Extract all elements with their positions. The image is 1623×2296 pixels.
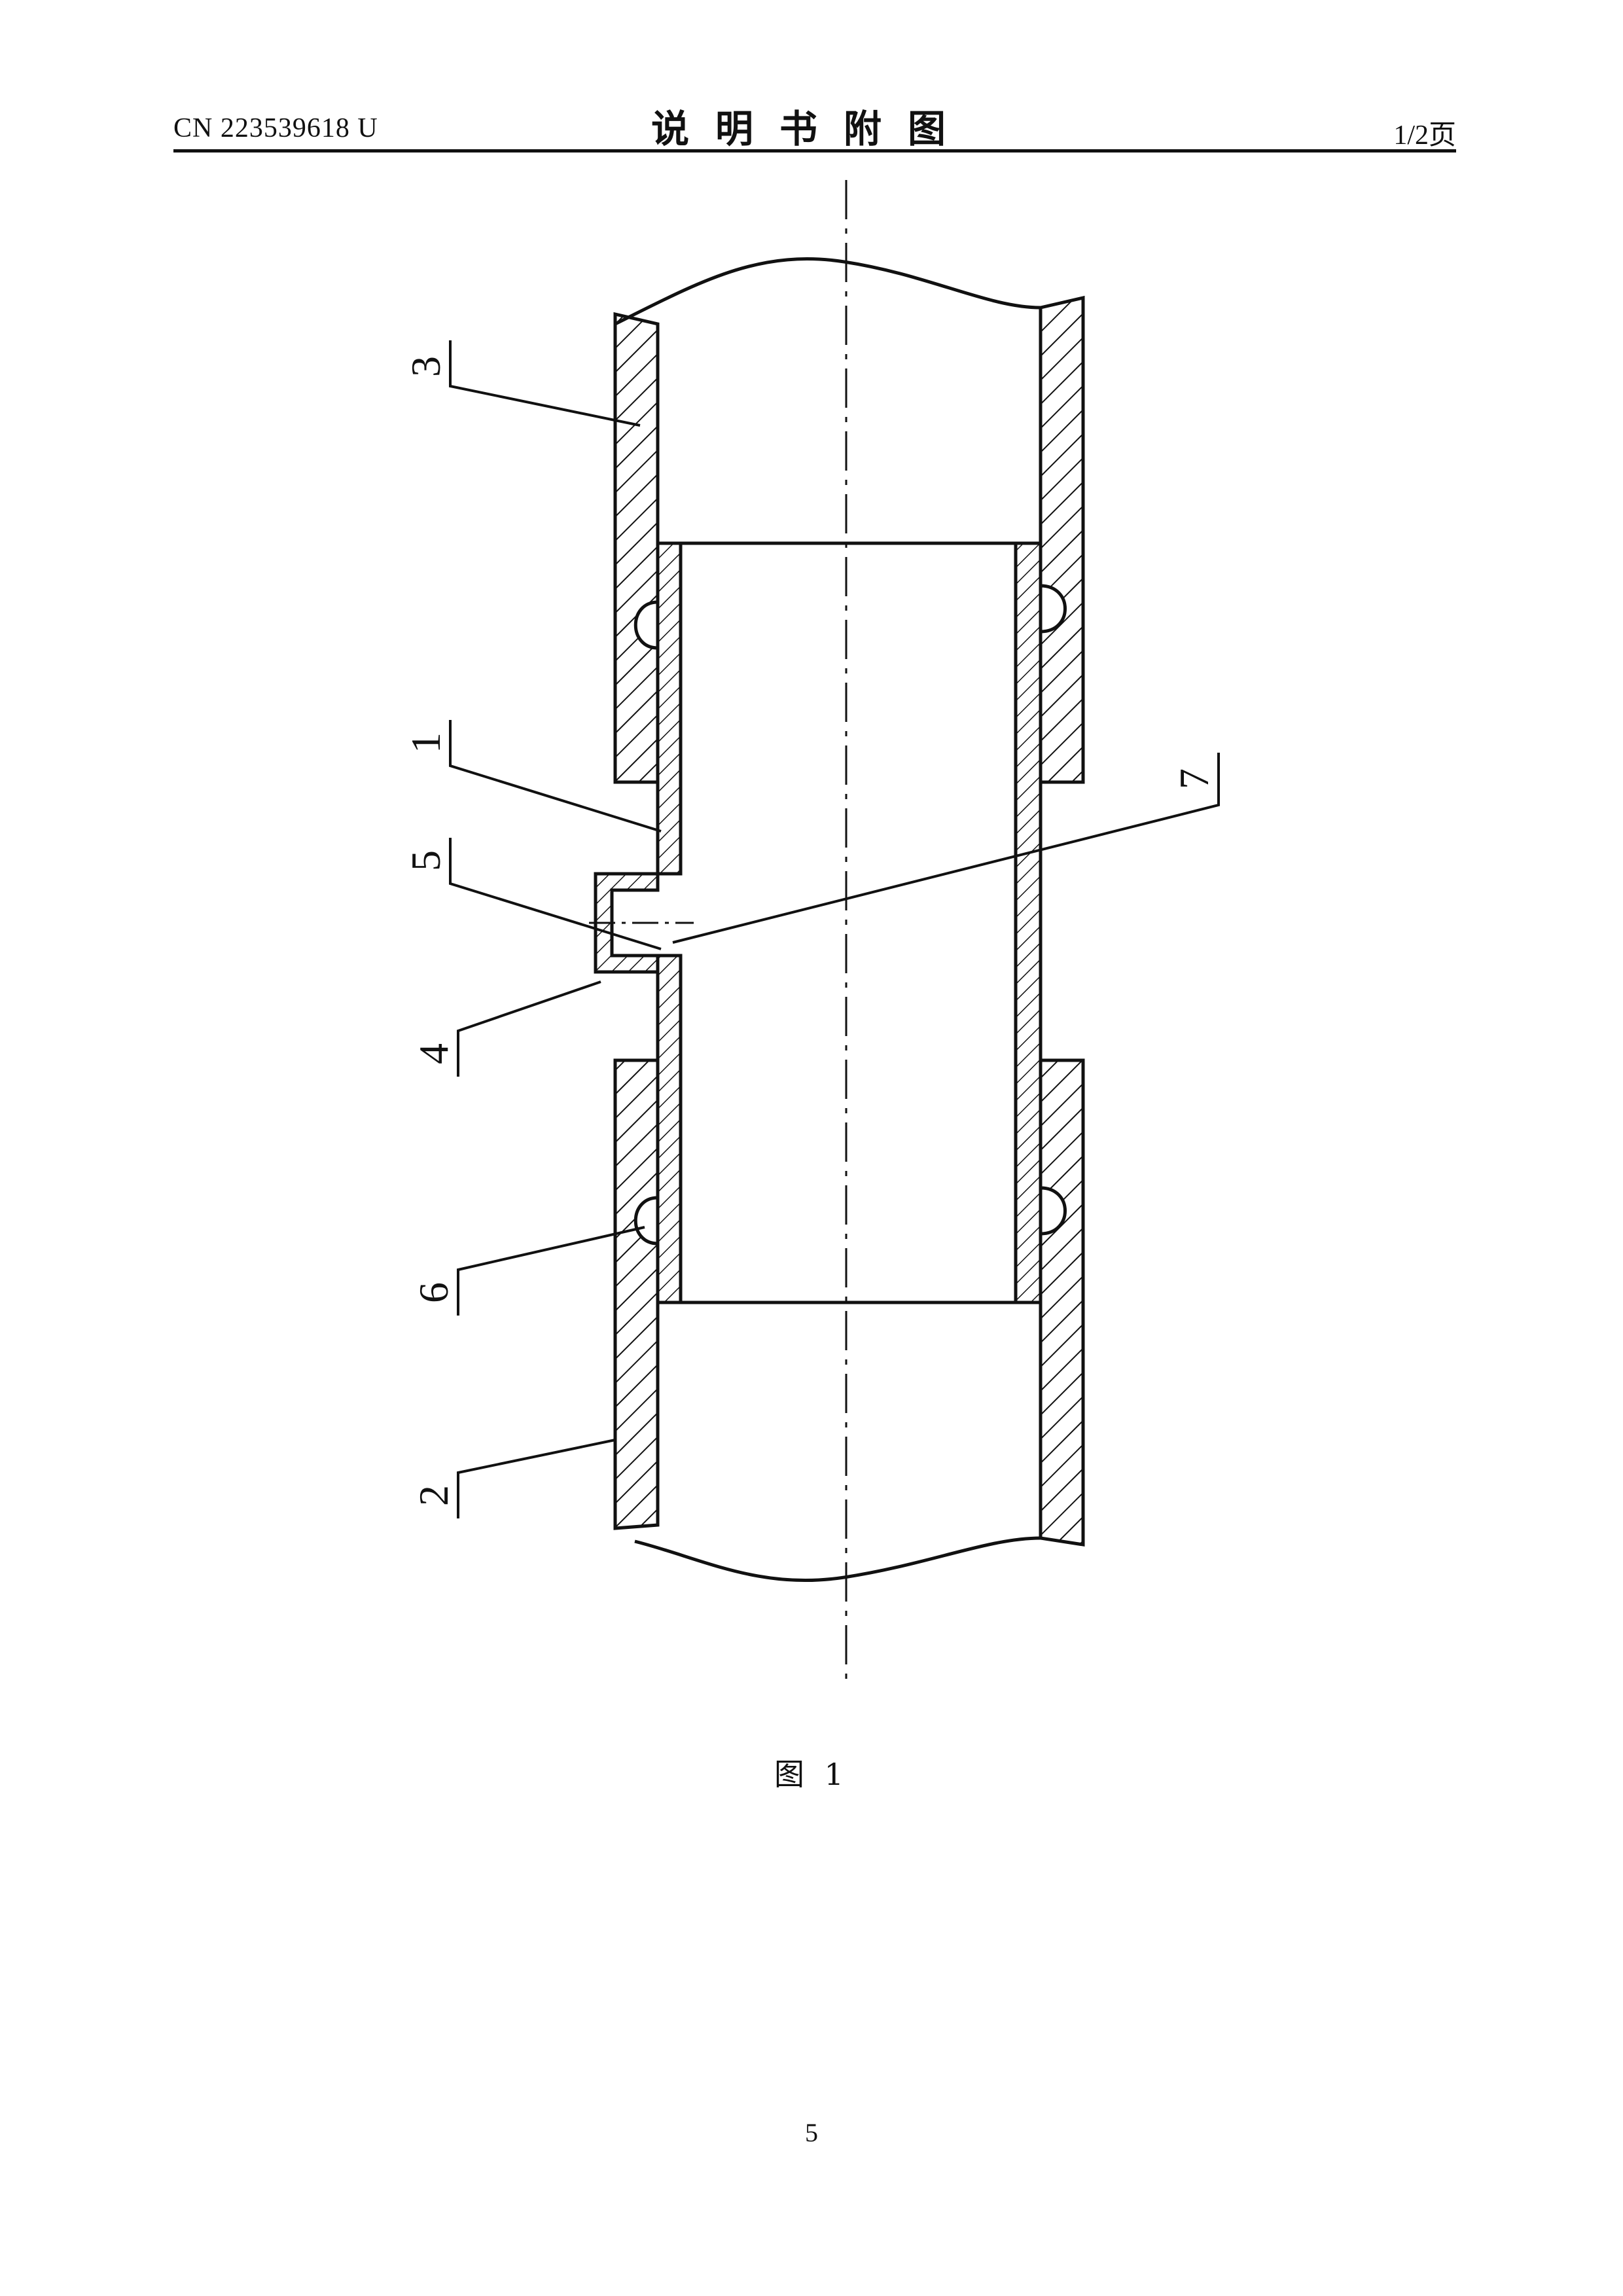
callout-1: 1 [402,732,449,753]
sleeve-left-wall-lower [658,956,681,1302]
leader-2 [458,1440,615,1518]
upper-pipe-left-wall [615,314,658,782]
callout-7: 7 [1171,768,1217,789]
callout-4: 4 [410,1043,457,1064]
callout-5: 5 [402,850,449,871]
top-break-line [615,259,1041,324]
callout-2: 2 [410,1485,457,1506]
sleeve-right-wall [1016,543,1041,1302]
figure-caption: 图 1 [0,1751,1623,1794]
callout-3: 3 [402,356,449,377]
sleeve-left-wall [658,543,681,874]
lower-pipe-left-wall [615,1060,658,1528]
leader-7 [673,753,1219,942]
lower-pipe-right-wall [1041,1060,1083,1545]
leader-5 [450,838,661,949]
page-number: 5 [0,2117,1623,2148]
leader-4 [458,982,601,1077]
leader-3 [450,340,640,425]
callout-6: 6 [410,1282,457,1303]
bottom-break-line [635,1538,1041,1581]
upper-pipe-right-wall [1041,298,1083,782]
